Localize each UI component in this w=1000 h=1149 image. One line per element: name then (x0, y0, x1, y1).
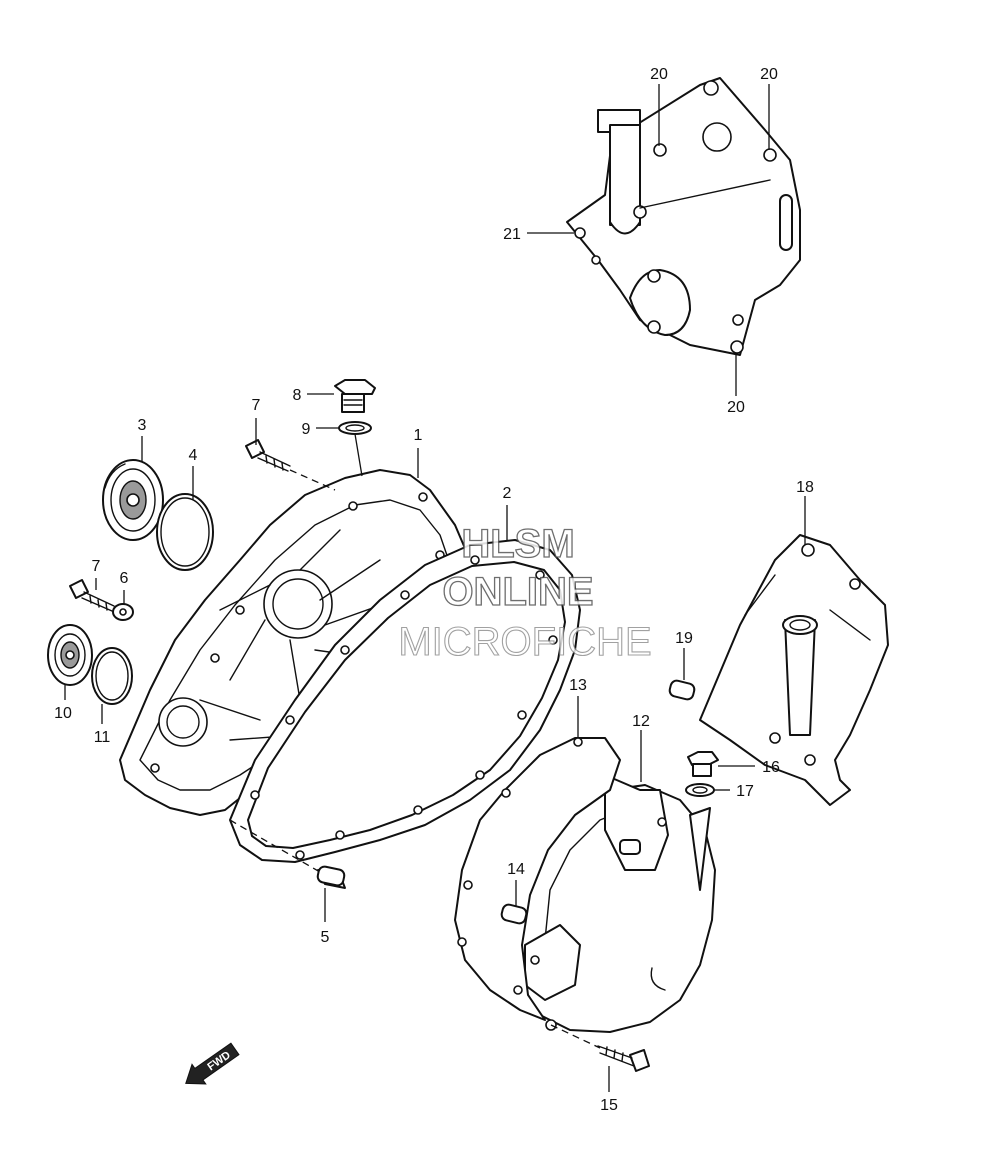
watermark: HLSM ONLINE MICROFICHE (398, 521, 652, 664)
washer-part-6 (112, 603, 134, 621)
dowel-part-14 (500, 903, 528, 925)
callout-labels: 1 2 3 4 5 6 7 7 8 9 10 11 12 13 14 15 16… (54, 66, 814, 1114)
plug-part-16 (687, 751, 719, 777)
o-ring-part-4 (156, 493, 214, 571)
callout-7-lower: 7 (92, 558, 101, 575)
callout-14: 14 (507, 861, 525, 878)
dowel-part-19 (668, 679, 696, 701)
callout-19: 19 (675, 630, 693, 647)
bolt-part-7b (69, 579, 115, 612)
washer-part-17 (685, 783, 715, 797)
callout-13: 13 (569, 677, 587, 694)
callout-12: 12 (632, 713, 650, 730)
callout-3: 3 (138, 417, 147, 434)
cap-part-10 (47, 624, 93, 686)
o-ring-part-11 (91, 647, 133, 705)
assembly-line-dowel-5 (229, 819, 321, 873)
callout-1: 1 (414, 427, 423, 444)
callout-6: 6 (120, 570, 129, 587)
cover-part-18 (699, 534, 889, 806)
gasket-part-2 (229, 539, 581, 863)
callout-11: 11 (94, 729, 111, 746)
fwd-arrow: FWD (185, 1042, 240, 1085)
callout-15: 15 (600, 1097, 618, 1114)
callout-20-right: 20 (760, 66, 778, 83)
assembly-line-bolt-7 (289, 469, 336, 491)
assembly-line-bolt-15 (550, 1024, 601, 1049)
callout-20-left: 20 (650, 66, 668, 83)
watermark-line-1: HLSM (461, 522, 574, 566)
dowel-part-5 (316, 865, 346, 889)
callout-17: 17 (736, 783, 754, 800)
callout-4: 4 (189, 447, 198, 464)
callout-21: 21 (503, 226, 521, 243)
callout-10: 10 (54, 705, 72, 722)
bolt-part-7a (245, 439, 291, 472)
callout-2: 2 (503, 485, 512, 502)
callout-5: 5 (321, 929, 330, 946)
filler-cap-part-8 (334, 379, 376, 413)
callout-7-upper: 7 (252, 397, 261, 414)
o-ring-part-9 (338, 421, 372, 435)
gasket-part-13 (454, 737, 621, 1021)
watermark-line-2: ONLINE (442, 570, 593, 614)
plate-part-20-21 (566, 77, 801, 356)
callout-8: 8 (293, 387, 302, 404)
cap-part-3 (102, 459, 164, 541)
callout-20-bottom: 20 (727, 399, 745, 416)
watermark-line-3: MICROFICHE (398, 620, 651, 664)
callout-16: 16 (762, 759, 780, 776)
leader-lines (64, 84, 806, 1092)
fwd-arrow-icon (185, 1042, 240, 1085)
callout-9: 9 (302, 421, 311, 438)
generator-cover-part-12 (519, 774, 716, 1033)
bolt-part-15 (597, 1045, 650, 1072)
callout-18: 18 (796, 479, 814, 496)
